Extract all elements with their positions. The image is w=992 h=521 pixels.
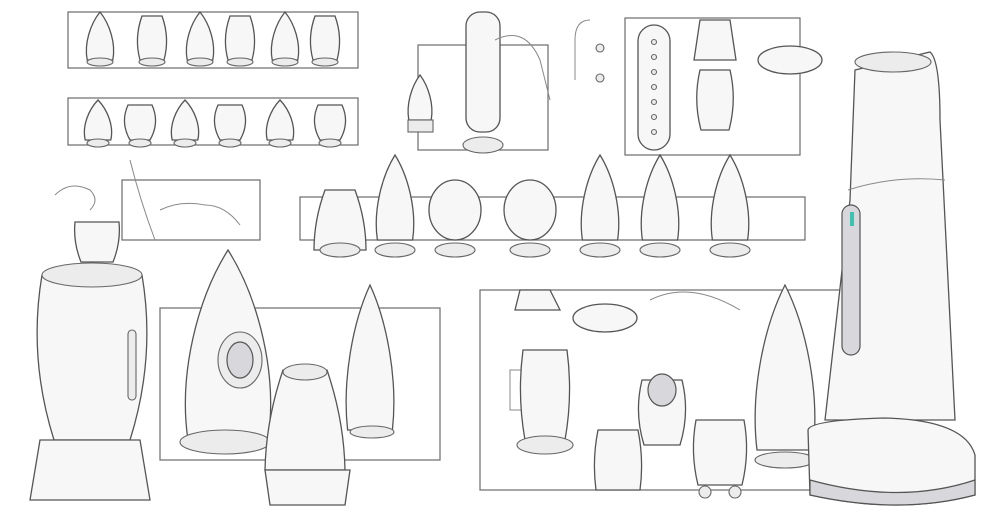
cable-sketch xyxy=(574,19,591,80)
product-body xyxy=(123,104,157,141)
wheel-icon xyxy=(728,485,742,499)
indicator-dot xyxy=(650,53,658,61)
product-body xyxy=(264,369,346,471)
control-strip xyxy=(841,204,861,356)
product-base xyxy=(218,138,242,148)
device-handle-sketch xyxy=(129,159,156,241)
product-base xyxy=(319,242,361,258)
product-base xyxy=(462,136,504,154)
product-body xyxy=(407,73,433,121)
product-base xyxy=(86,57,114,67)
product-body xyxy=(375,153,415,241)
product-body xyxy=(85,10,115,61)
product-top-opening xyxy=(282,363,328,381)
product-body xyxy=(580,153,620,241)
device-base-sketch xyxy=(757,45,823,75)
indicator-dot xyxy=(650,128,658,136)
product-body xyxy=(136,15,168,61)
speaker-center xyxy=(226,341,254,379)
product-base xyxy=(226,57,254,67)
product-base xyxy=(264,469,351,506)
product-base xyxy=(318,138,342,148)
product-body xyxy=(224,15,256,61)
product-body xyxy=(313,189,367,251)
hand-sketch xyxy=(54,185,96,211)
product-body xyxy=(73,221,121,263)
product-body xyxy=(503,179,557,241)
product-body xyxy=(313,104,347,141)
indicator-dot xyxy=(650,83,658,91)
hand-sketch xyxy=(494,35,551,101)
sketch-frame xyxy=(67,97,359,146)
product-base xyxy=(311,57,339,67)
product-base xyxy=(128,138,152,148)
product-body xyxy=(710,153,750,241)
product-base xyxy=(173,138,197,148)
device-base xyxy=(407,119,434,133)
product-body xyxy=(640,153,680,241)
sketch-frame xyxy=(624,17,801,156)
product-base xyxy=(186,57,214,67)
product-body xyxy=(428,179,482,241)
product-body xyxy=(270,10,300,61)
product-body xyxy=(213,104,247,141)
tall-humidifier-top xyxy=(854,51,932,73)
indicator-dot xyxy=(650,113,658,121)
product-body xyxy=(696,69,734,131)
indicator-dot xyxy=(650,98,658,106)
product-base xyxy=(639,242,681,258)
indicator-dot xyxy=(650,68,658,76)
product-base xyxy=(268,138,292,148)
product-body xyxy=(345,283,395,431)
product-base xyxy=(179,429,271,455)
product-top-opening xyxy=(41,262,143,288)
sketch-objects xyxy=(29,10,976,506)
device-base-sketch xyxy=(572,303,638,333)
product-base xyxy=(434,242,476,258)
product-body xyxy=(593,429,643,491)
led-icon xyxy=(595,43,605,53)
product-body xyxy=(309,15,341,61)
body-seam xyxy=(847,178,946,191)
sketch-frame xyxy=(67,11,359,69)
led-icon xyxy=(595,73,605,83)
product-base xyxy=(349,425,395,439)
wheel-icon xyxy=(698,485,712,499)
product-base xyxy=(271,57,299,67)
product-base xyxy=(516,435,574,455)
sketch-frame xyxy=(121,179,261,241)
product-base xyxy=(138,57,166,67)
product-base xyxy=(709,242,751,258)
product-body xyxy=(265,99,295,141)
device-top-sketch xyxy=(693,19,737,61)
window-slot xyxy=(127,329,137,401)
status-indicator xyxy=(850,212,854,226)
hand-sketch xyxy=(159,202,241,226)
product-body xyxy=(754,283,816,451)
product-body xyxy=(185,10,215,61)
product-body xyxy=(170,99,200,141)
people-table-sketch xyxy=(649,291,741,311)
speaker-center xyxy=(647,373,677,407)
base-rim xyxy=(809,479,976,506)
product-body xyxy=(692,419,748,486)
product-base xyxy=(86,138,110,148)
product-body xyxy=(83,99,113,141)
product-base xyxy=(509,242,551,258)
product-base xyxy=(29,439,151,501)
tall-device xyxy=(465,11,501,133)
device-top-sketch xyxy=(514,289,562,311)
product-base xyxy=(579,242,621,258)
indicator-dot xyxy=(650,38,658,46)
product-body xyxy=(519,349,571,441)
product-base xyxy=(754,451,816,469)
product-base xyxy=(374,242,416,258)
